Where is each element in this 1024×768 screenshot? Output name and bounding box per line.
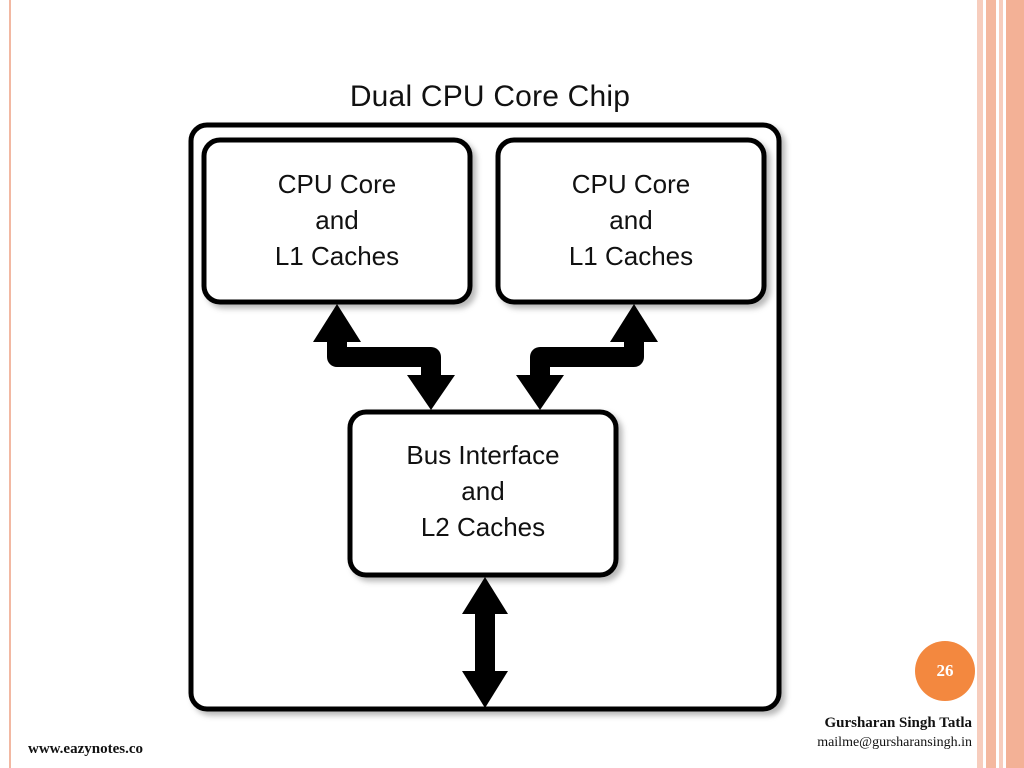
diagram-title: Dual CPU Core Chip (349, 80, 631, 113)
core-right-label: CPU Core and L1 Caches (498, 166, 764, 274)
core-right-line-3: L1 Caches (568, 241, 694, 271)
left-border-line (9, 0, 11, 768)
core-left-label: CPU Core and L1 Caches (204, 166, 470, 274)
core-left-line-3: L1 Caches (274, 241, 400, 271)
author-block: Gursharan Singh Tatla mailme@gursharansi… (817, 714, 972, 752)
core-right-line-1: CPU Core (571, 169, 691, 199)
core-left-box (201, 137, 473, 305)
bus-label: Bus Interface and L2 Caches (350, 437, 616, 545)
bus-line-3: L2 Caches (420, 512, 546, 542)
page-number-badge: 26 (915, 641, 975, 701)
author-email: mailme@gursharansingh.in (817, 735, 972, 750)
core-right-box (495, 137, 767, 305)
bus-line-1: Bus Interface (406, 440, 560, 470)
author-name: Gursharan Singh Tatla (824, 715, 972, 731)
arrow-bus-to-external (462, 577, 508, 708)
website-url: www.eazynotes.co (28, 741, 143, 757)
arrow-right-core-to-bus (516, 304, 658, 410)
bus-box (347, 409, 619, 578)
right-decorative-border (977, 0, 1024, 768)
core-left-line-1: CPU Core (277, 169, 397, 199)
core-left-line-2: and (315, 205, 359, 235)
bus-line-2: and (461, 476, 505, 506)
arrow-left-core-to-bus (313, 304, 455, 410)
core-right-line-2: and (609, 205, 653, 235)
